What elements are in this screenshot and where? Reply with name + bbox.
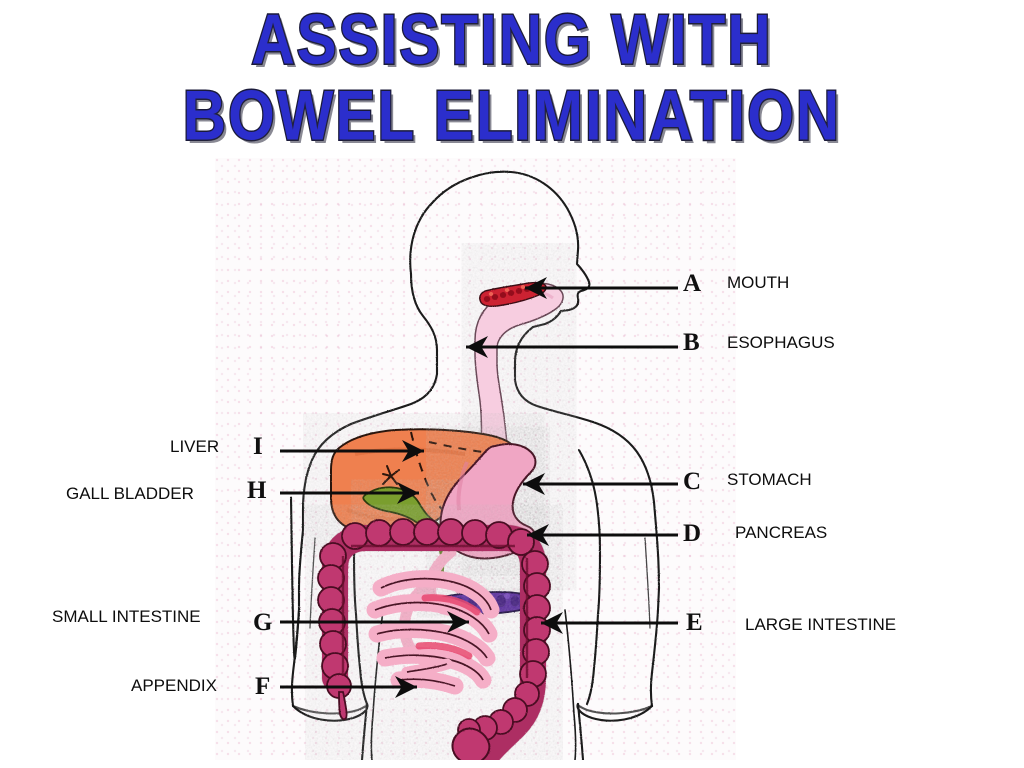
appendix-organ bbox=[338, 691, 348, 721]
body-outline bbox=[289, 170, 661, 760]
key-label-small-intestine: SMALL INTESTINE bbox=[52, 607, 201, 626]
key-label-esophagus: ESOPHAGUS bbox=[727, 333, 835, 352]
key-letter-i: I bbox=[253, 433, 263, 460]
key-label-liver: LIVER bbox=[170, 437, 220, 456]
key-letter-h: H bbox=[247, 477, 267, 504]
key-letter-b: B bbox=[683, 329, 700, 356]
digestive-system-illustration bbox=[289, 170, 661, 760]
title-line-1: ASSISTING WITH bbox=[250, 0, 773, 79]
key-letter-a: A bbox=[683, 270, 702, 297]
key-letter-g: G bbox=[253, 609, 273, 636]
small-intestine-organ bbox=[366, 570, 500, 695]
page-title: ASSISTING WITH BOWEL ELIMINATION bbox=[0, 0, 1024, 154]
key-label-large-intestine: LARGE INTESTINE bbox=[745, 615, 897, 634]
key-letter-f: F bbox=[255, 673, 271, 700]
key-label-mouth: MOUTH bbox=[727, 273, 790, 292]
key-label-stomach: STOMACH bbox=[727, 470, 812, 489]
key-label-pancreas: PANCREAS bbox=[735, 523, 828, 542]
key-label-gall-bladder: GALL BLADDER bbox=[66, 484, 194, 503]
title-line-2: BOWEL ELIMINATION bbox=[182, 75, 842, 155]
key-letter-e: E bbox=[686, 609, 703, 636]
key-letter-c: C bbox=[683, 468, 702, 495]
key-label-appendix: APPENDIX bbox=[131, 676, 217, 695]
key-letter-d: D bbox=[683, 520, 702, 547]
